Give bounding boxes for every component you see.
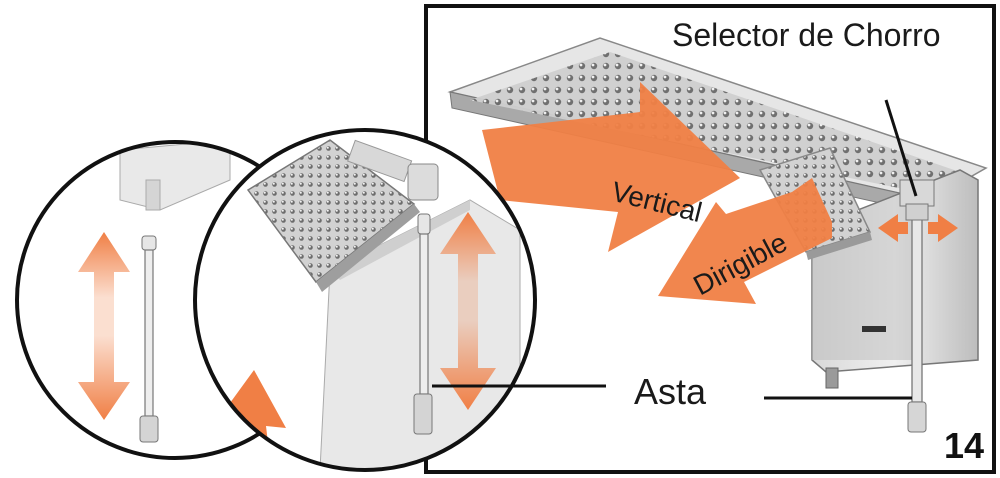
left-updown-arrow: [78, 232, 130, 420]
vertical-arrow: Vertical: [482, 82, 740, 252]
middle-updown-arrow: [440, 212, 496, 410]
rod-main: [905, 203, 929, 433]
page-number: 14: [944, 425, 984, 466]
middle-shower-head: [246, 139, 420, 292]
detail-circle-middle: [193, 128, 537, 472]
selector-label: Selector de Chorro: [672, 17, 941, 53]
selector-arrows: [878, 214, 958, 242]
selector-leader-line: [884, 99, 918, 197]
main-panel: Vertical Dirigible Selector de Chorro 14: [424, 4, 996, 474]
selector-arrow-right: [928, 214, 958, 242]
asta-label: Asta: [634, 371, 707, 412]
selector-arrow-left: [878, 214, 908, 242]
